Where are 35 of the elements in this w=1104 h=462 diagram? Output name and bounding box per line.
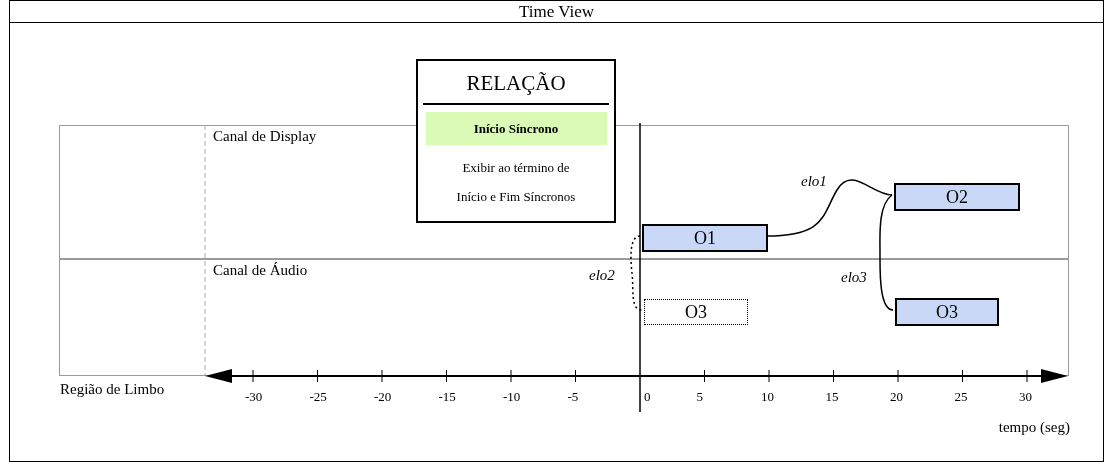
media-object-box: O3 xyxy=(895,298,999,326)
relation-panel xyxy=(416,59,616,223)
dotted-link-curve xyxy=(630,235,643,311)
tick-label: 15 xyxy=(825,390,839,403)
tick-label: -5 xyxy=(567,390,579,403)
tick-label: -30 xyxy=(245,390,263,403)
tick-label: 10 xyxy=(761,390,774,403)
tick-label: -10 xyxy=(503,390,521,403)
panel-heading: RELAÇÃO xyxy=(423,61,609,105)
option-text: Exibir ao término de xyxy=(462,161,570,174)
tick-label: 0 xyxy=(644,390,651,403)
edge-label: elo2 xyxy=(588,268,616,283)
axis-title: tempo (seg) xyxy=(998,420,1070,435)
edge-label: elo3 xyxy=(840,270,868,285)
tick-label: 5 xyxy=(696,390,703,403)
tick-label: -15 xyxy=(438,390,456,403)
tick-label: 20 xyxy=(890,390,903,403)
link-curve xyxy=(765,179,893,237)
channel-label: Canal de Áudio xyxy=(213,263,308,278)
media-object-box: O2 xyxy=(894,183,1020,211)
tick-label: 30 xyxy=(1019,390,1032,403)
link-curve xyxy=(879,194,894,311)
selected-option: Início Síncrono xyxy=(425,112,607,145)
channel-band xyxy=(59,125,1069,259)
frame-title: Time View xyxy=(519,3,594,20)
edge-label: elo1 xyxy=(800,174,828,189)
option-text: Início e Fim Síncronos xyxy=(456,190,576,203)
channel-label: Canal de Display xyxy=(213,129,317,144)
media-object-box: O1 xyxy=(642,224,768,252)
placeholder-object-box: O3 xyxy=(644,299,748,325)
tick-label: -25 xyxy=(309,390,327,403)
time-view-frame xyxy=(9,0,1104,462)
region-label: Região de Limbo xyxy=(60,382,165,397)
tick-label: 25 xyxy=(954,390,968,403)
tick-label: -20 xyxy=(374,390,392,403)
